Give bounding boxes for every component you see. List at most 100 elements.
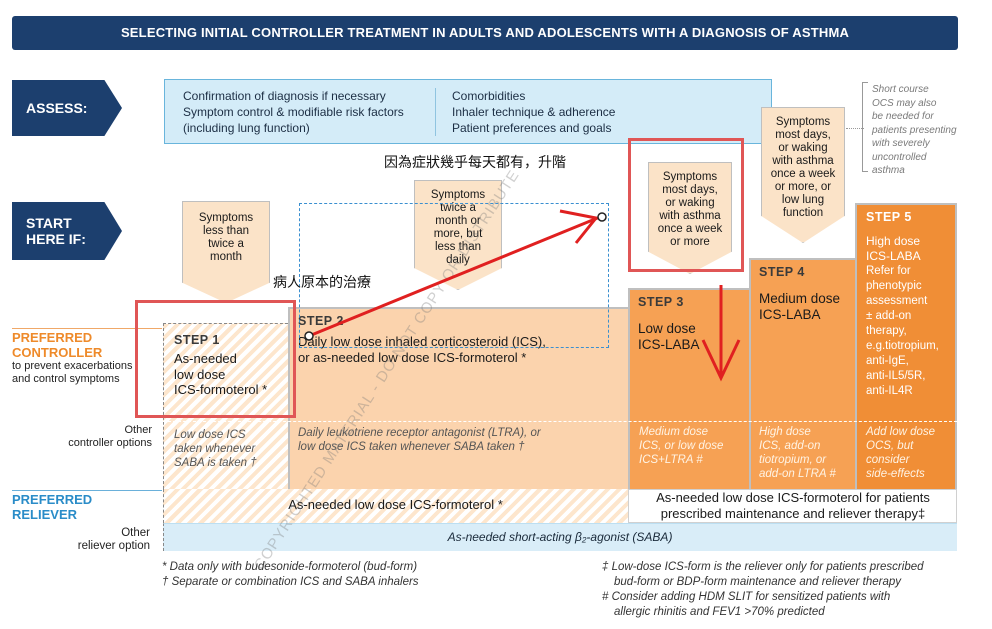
step4-preferred: STEP 4 Medium dose ICS-LABA <box>759 265 853 322</box>
reliever-right-cell <box>628 489 957 523</box>
callout-line: month or <box>435 215 481 227</box>
callout-line: less than <box>202 225 249 237</box>
step2-other-controller: Daily leukotriene receptor antagonist (L… <box>298 426 623 454</box>
row-label-other-controller: Other controller options <box>12 424 152 450</box>
callout-line: or more, or <box>774 181 832 193</box>
step4-column <box>749 258 855 489</box>
reliever-left-cell <box>163 489 628 523</box>
other-line: Low dose ICS <box>174 429 246 441</box>
step-title: STEP 4 <box>759 265 805 279</box>
arrow-upgrade <box>304 209 607 341</box>
row-label-line: reliever option <box>77 540 150 552</box>
callout-line: twice a <box>208 238 244 250</box>
other-line: ICS, or low dose <box>639 440 724 452</box>
other-line: Add low dose <box>866 426 936 438</box>
other-line: High dose <box>759 426 811 438</box>
step-title: STEP 5 <box>866 210 912 224</box>
arrow-start-dot <box>304 331 314 341</box>
callout-line: once a week <box>657 223 723 235</box>
callout-line: more, but <box>433 228 483 240</box>
callout-line: with asthma <box>772 155 834 167</box>
step5-other-controller: Add low dose OCS, but consider side-effe… <box>866 425 956 481</box>
annotation-upgrade-note: 因為症狀幾乎每天都有，升階 <box>384 155 566 171</box>
other-line: OCS, but <box>866 440 914 452</box>
footnotes-left: * Data only with budesonide-formoterol (… <box>162 560 582 590</box>
callout-line: month <box>210 251 242 263</box>
callout-line: twice a <box>440 202 476 214</box>
assess-item: Comorbidities <box>452 89 526 103</box>
other-reliever-cell <box>163 523 957 551</box>
footnote-line: † Separate or combination ICS and SABA i… <box>162 576 419 588</box>
footnote-line: * Data only with budesonide-formoterol (… <box>162 561 418 573</box>
assess-item: Patient preferences and goals <box>452 121 612 135</box>
callout-line: most days, <box>662 184 718 196</box>
other-line: Daily leukotriene receptor antagonist (L… <box>298 427 541 439</box>
step-body: Medium dose ICS-LABA <box>759 291 853 322</box>
step-body-line: Low dose <box>638 321 696 336</box>
ocs-bracket <box>862 82 868 172</box>
arrow-down-step3 <box>701 285 741 382</box>
step3-other-controller: Medium dose ICS, or low dose ICS+LTRA # <box>639 425 747 467</box>
other-line: consider <box>866 454 910 466</box>
step-body-line: ICS-LABA <box>638 336 700 352</box>
assess-item: (including lung function) <box>183 121 310 135</box>
callout-line: less than <box>434 241 481 253</box>
step-body-line: anti-IgE, <box>866 355 909 367</box>
step-body-line: phenotypic <box>866 280 922 292</box>
annotation-box-step1 <box>135 300 296 418</box>
assess-item: Symptom control & modifiable risk factor… <box>183 105 404 119</box>
callout-text: Symptoms most days, or waking with asthm… <box>658 171 723 249</box>
callout-step3: Symptoms most days, or waking with asthm… <box>648 162 732 274</box>
step2-preferred: STEP 2 Daily low dose inhaled corticoste… <box>298 314 623 365</box>
step-body-line: low dose <box>174 366 226 382</box>
step5-referral: Refer for phenotypic assessment ± add-on… <box>866 264 956 399</box>
footnote-line: bud-form or BDP-form maintenance and rel… <box>614 576 901 588</box>
footnote-line: # Consider adding HDM SLIT for sensitize… <box>602 591 891 603</box>
other-line: ICS+LTRA # <box>639 454 703 466</box>
other-line: SABA is taken † <box>174 457 257 469</box>
assess-left-list: Confirmation of diagnosis if necessary S… <box>183 88 404 136</box>
step2-column <box>288 307 628 489</box>
step-body-line: As-needed <box>174 351 237 366</box>
ocs-note: Short course OCS may also be needed for … <box>872 83 982 178</box>
callout-line: low lung <box>781 194 825 206</box>
row-label-line: PREFERRED <box>12 492 93 507</box>
assess-label: ASSESS: <box>26 100 88 116</box>
callout-line: daily <box>446 254 470 266</box>
other-line: taken whenever <box>174 443 256 455</box>
callout-line: Symptoms <box>662 171 718 183</box>
callout-line: or waking <box>665 197 715 209</box>
ocs-note-line: OCS may also <box>872 97 937 109</box>
step3-preferred: STEP 3 Low dose ICS-LABA <box>638 295 746 352</box>
step-title: STEP 1 <box>174 333 220 347</box>
row-divider <box>12 328 162 329</box>
callout-text: Symptoms less than twice a month <box>199 212 253 264</box>
row-label-line: PREFERRED <box>12 330 93 345</box>
ocs-note-line: be needed for <box>872 111 934 122</box>
step-body-line: Refer for <box>866 265 911 277</box>
callout-line: with asthma <box>659 210 721 222</box>
other-reliever-text: As-needed short-acting β₂-agonist (SABA) <box>447 530 673 544</box>
callout-text: Symptoms twice a month or more, but less… <box>431 189 485 267</box>
callout-text: Symptoms most days, or waking with asthm… <box>771 116 836 220</box>
footnotes-right: ‡ Low-dose ICS-form is the reliever only… <box>602 560 982 620</box>
step1-column <box>163 323 288 489</box>
step1-preferred: STEP 1 As-needed low dose ICS-formoterol… <box>174 333 286 398</box>
callout-line: or more <box>670 236 710 248</box>
row-label-other-reliever: Other reliever option <box>12 527 150 553</box>
step-body-line: or as-needed low dose ICS-formoterol * <box>298 349 527 365</box>
step5-column <box>855 203 957 489</box>
start-label-line: HERE IF: <box>26 231 86 247</box>
step-body-line: High dose <box>866 234 921 248</box>
callout-line: Symptoms <box>430 189 486 201</box>
step-body-line: Daily low dose inhaled corticosteroid (I… <box>298 334 546 349</box>
step-body: As-needed low dose ICS-formoterol * <box>174 351 286 398</box>
callout-line: most days, <box>775 129 831 141</box>
step-body-line: ± add-on <box>866 310 912 322</box>
callout-step2: Symptoms twice a month or more, but less… <box>414 180 502 290</box>
step-body: Low dose ICS-LABA <box>638 321 746 352</box>
callout-step1: Symptoms less than twice a month <box>182 201 270 303</box>
assess-divider <box>435 88 436 136</box>
